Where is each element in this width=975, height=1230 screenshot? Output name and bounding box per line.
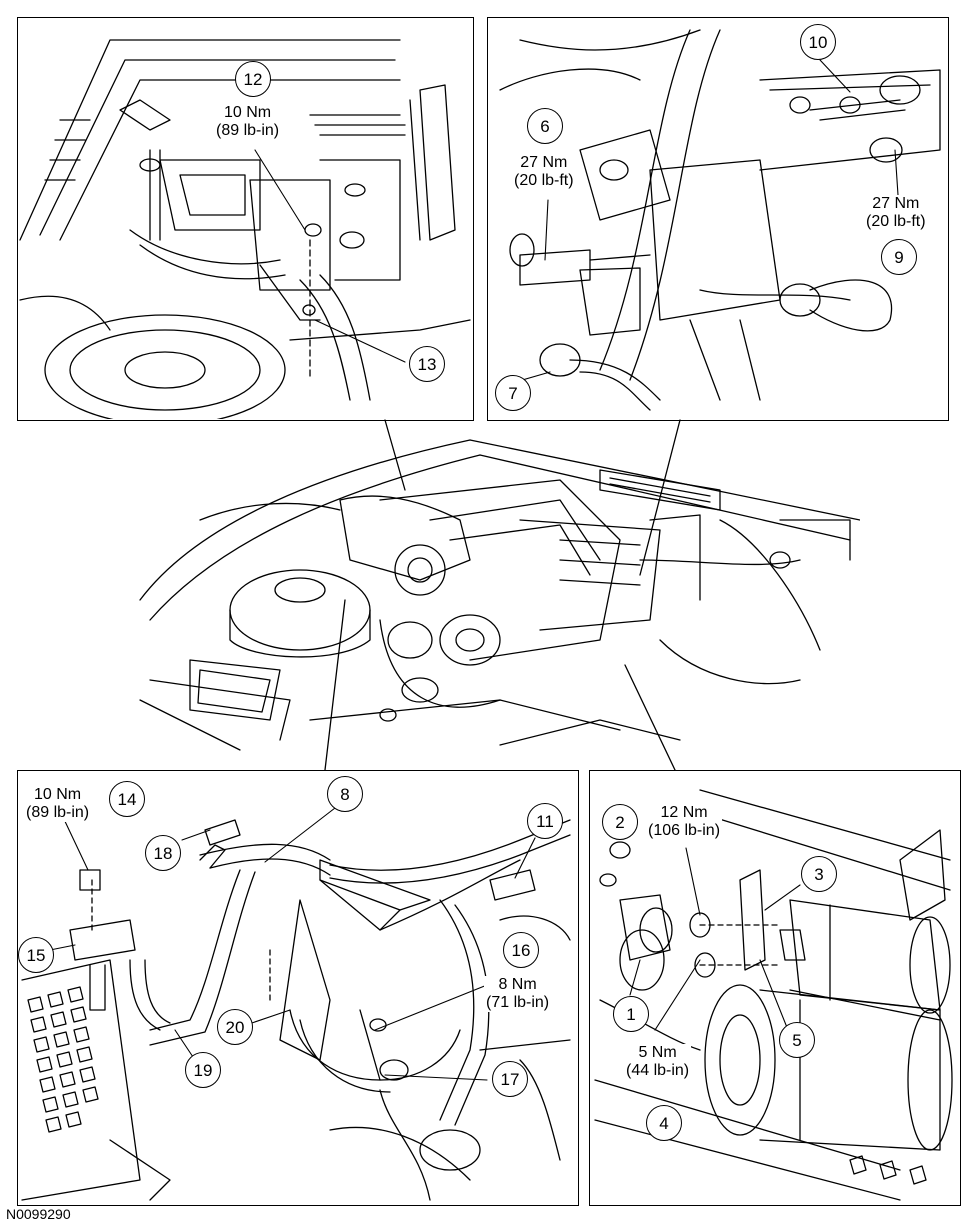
- torque-nm: 12 Nm: [660, 804, 708, 821]
- torque-nm: 27 Nm: [872, 195, 920, 212]
- callout-7: 7: [495, 375, 531, 411]
- torque-imperial: (20 lb-ft): [866, 213, 926, 230]
- torque-imperial: (20 lb-ft): [514, 172, 574, 189]
- torque-label-bottom-left-b: 8 Nm (71 lb-in): [484, 976, 552, 1012]
- torque-imperial: (89 lb-in): [26, 804, 90, 821]
- callout-5: 5: [779, 1022, 815, 1058]
- callout-20: 20: [217, 1009, 253, 1045]
- torque-nm: 27 Nm: [520, 154, 568, 171]
- callout-6: 6: [527, 108, 563, 144]
- callout-18: 18: [145, 835, 181, 871]
- torque-nm: 8 Nm: [498, 976, 537, 993]
- callout-15: 15: [18, 937, 54, 973]
- top-left-detail-art: [19, 39, 471, 419]
- callout-14: 14: [109, 781, 145, 817]
- torque-label-bottom-right-a: 12 Nm (106 lb-in): [646, 804, 723, 840]
- callout-13: 13: [409, 346, 445, 382]
- callout-11: 11: [527, 803, 563, 839]
- panel-top-right: [487, 17, 949, 421]
- panel-connector-lines: [324, 419, 681, 771]
- callout-16: 16: [503, 932, 539, 968]
- callout-10: 10: [800, 24, 836, 60]
- callout-2: 2: [602, 804, 638, 840]
- leader-lines: [49, 59, 901, 1081]
- torque-imperial: (44 lb-in): [626, 1062, 690, 1079]
- callout-4: 4: [646, 1105, 682, 1141]
- callout-12: 12: [235, 61, 271, 97]
- callout-17: 17: [492, 1061, 528, 1097]
- panel-bottom-left: [17, 770, 579, 1206]
- callout-19: 19: [185, 1052, 221, 1088]
- bottom-left-detail-art: [21, 819, 571, 1201]
- engine-bay-art: [139, 439, 860, 751]
- torque-nm: 5 Nm: [638, 1044, 677, 1061]
- torque-imperial: (71 lb-in): [486, 994, 550, 1011]
- torque-nm: 10 Nm: [34, 786, 82, 803]
- torque-nm: 10 Nm: [224, 104, 272, 121]
- torque-label-top-left: 10 Nm (89 lb-in): [214, 104, 282, 140]
- panel-top-left: [17, 17, 474, 421]
- figure-id: N0099290: [6, 1206, 71, 1222]
- torque-label-bottom-left-a: 10 Nm (89 lb-in): [24, 786, 92, 822]
- torque-imperial: (89 lb-in): [216, 122, 280, 139]
- top-right-detail-art: [499, 29, 941, 411]
- callout-3: 3: [801, 856, 837, 892]
- torque-imperial: (106 lb-in): [648, 822, 721, 839]
- callout-9: 9: [881, 239, 917, 275]
- torque-label-top-right-b: 27 Nm (20 lb-ft): [864, 195, 928, 231]
- callout-1: 1: [613, 996, 649, 1032]
- torque-label-top-right-a: 27 Nm (20 lb-ft): [512, 154, 576, 190]
- callout-8: 8: [327, 776, 363, 812]
- torque-label-bottom-right-b: 5 Nm (44 lb-in): [624, 1044, 692, 1080]
- panel-bottom-right: [589, 770, 961, 1206]
- bottom-right-detail-art: [594, 789, 953, 1201]
